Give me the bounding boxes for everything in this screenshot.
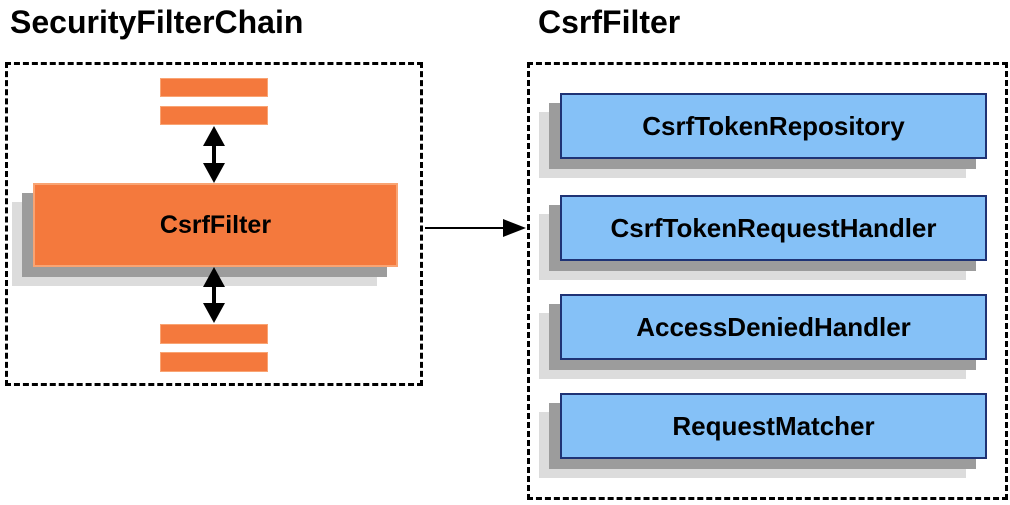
right-panel-title: CsrfFilter: [538, 4, 681, 40]
component-csrf-token-repository: CsrfTokenRepository: [560, 93, 987, 159]
component-access-denied-handler: AccessDeniedHandler: [560, 294, 987, 360]
filter-bar: [160, 78, 268, 97]
left-panel-title: SecurityFilterChain: [10, 4, 304, 40]
csrf-filter-box: CsrfFilter: [33, 183, 398, 267]
filter-bar: [160, 106, 268, 125]
csrf-filter-components-container: [527, 62, 1008, 500]
security-filter-chain-container: [5, 62, 423, 386]
component-request-matcher: RequestMatcher: [560, 393, 987, 459]
component-csrf-token-request-handler: CsrfTokenRequestHandler: [560, 195, 987, 261]
filter-bar: [160, 352, 268, 372]
arrow-to-components: [425, 219, 526, 237]
filter-bar: [160, 324, 268, 344]
